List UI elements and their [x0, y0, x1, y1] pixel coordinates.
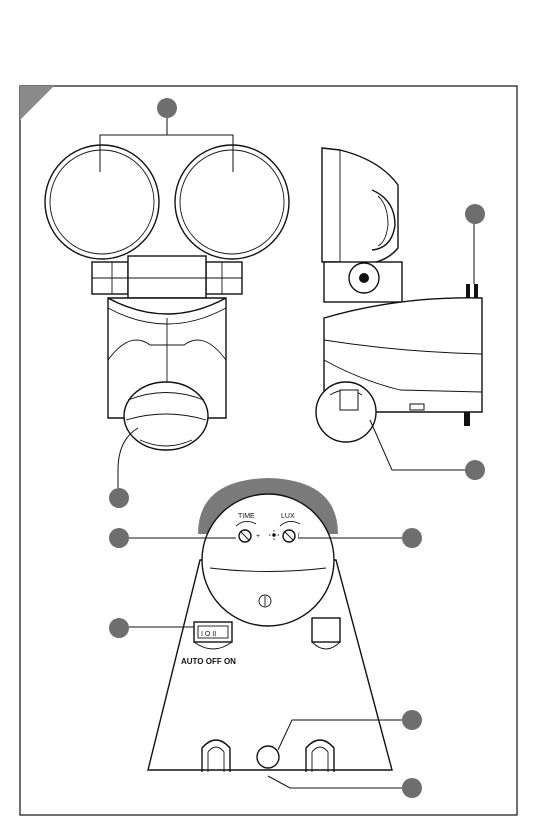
yoke — [128, 256, 206, 298]
callout-badge-grommet — [402, 710, 422, 730]
lamp-right-inner — [180, 150, 284, 254]
callout-badge-lamps — [157, 98, 177, 118]
front-view — [45, 98, 289, 508]
side-bottom-tab — [410, 404, 424, 410]
side-sensor-window — [340, 390, 358, 410]
callout-badge-base — [402, 778, 422, 798]
side-pivot-screw — [359, 273, 369, 283]
callout-badge-pins — [465, 204, 485, 224]
bottom-view: TIME + LUX I O II AUTO OFF ON — [109, 478, 422, 798]
panel-corner-marker — [20, 86, 54, 120]
lamp-left-inner — [50, 150, 154, 254]
switch-caption: AUTO OFF ON — [181, 657, 236, 666]
lux-label: LUX — [281, 513, 295, 520]
callout-badge-time — [109, 528, 129, 548]
side-view — [316, 148, 485, 480]
side-bottom-screw — [464, 412, 470, 426]
side-pin-1 — [466, 284, 470, 298]
switch-positions: I O II — [201, 631, 216, 638]
callout-badge-sensor — [109, 488, 129, 508]
sensor-window — [312, 618, 340, 642]
callout-badge-switch — [109, 618, 129, 638]
side-sensor-lead — [370, 420, 465, 470]
time-plus: + — [256, 533, 260, 540]
lamp-right — [175, 145, 289, 259]
side-lamp-head — [322, 148, 398, 264]
base-lead — [268, 776, 402, 788]
callout-badge-side-sensor — [465, 460, 485, 480]
lamp-left — [45, 145, 159, 259]
side-pin-2 — [474, 284, 478, 298]
time-label: TIME — [238, 513, 255, 520]
callout-badge-lux — [402, 528, 422, 548]
